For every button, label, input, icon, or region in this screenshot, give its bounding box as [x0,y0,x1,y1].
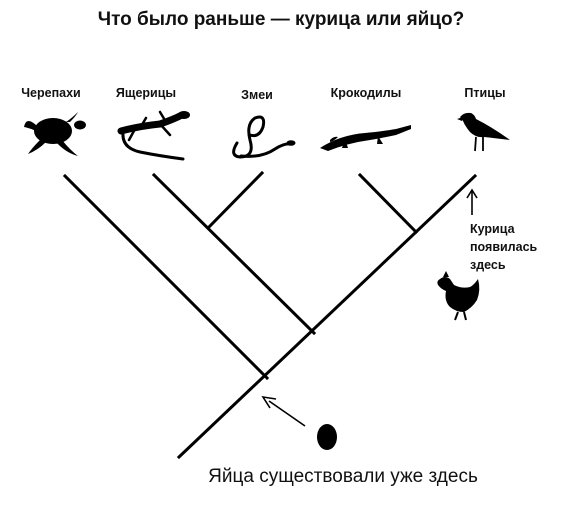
diagram-title: Что было раньше — курица или яйцо? [98,9,464,30]
taxon-label-snakes: Змеи [241,88,273,102]
egg-caption: Яйца существовали уже здесь [208,466,478,487]
egg-arrow [261,395,306,427]
crocodile-icon [320,125,411,151]
cladogram-branches [62,170,478,460]
branch-lizards [151,172,317,336]
chicken-note-line-3: здесь [470,258,506,272]
chicken-note-line-1: Курица [470,222,516,236]
turtle-icon [24,112,86,156]
chicken-arrow [466,188,478,215]
snake-icon [232,115,296,159]
taxon-label-lizards: Ящерицы [116,86,176,100]
branch-turtles [62,173,270,381]
chicken-note-line-2: появилась [470,240,538,254]
bird-icon [457,112,510,152]
taxon-label-birds: Птицы [464,86,505,100]
taxon-label-crocodiles: Крокодилы [331,86,402,100]
main-branch-birds [176,173,478,460]
lizard-icon [117,110,190,161]
branch-crocodiles [357,172,419,235]
branch-snakes [205,170,265,231]
egg-icon [317,424,337,450]
taxon-label-turtles: Черепахи [21,86,80,100]
chicken-icon [437,271,480,321]
